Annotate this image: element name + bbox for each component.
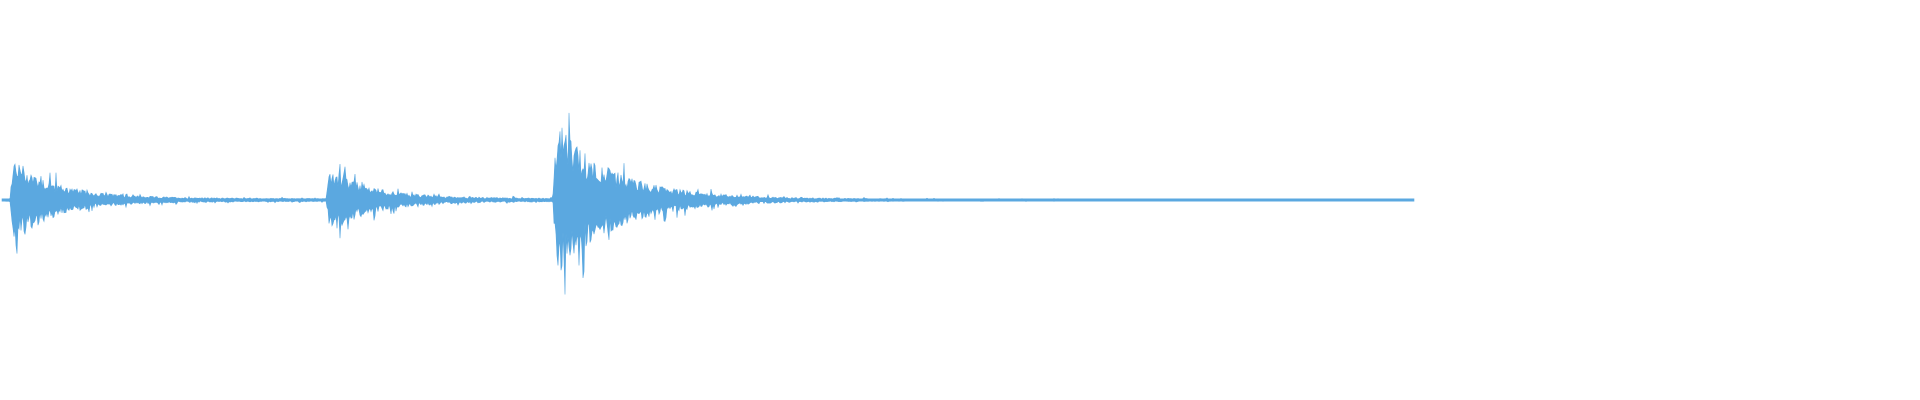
waveform-shape [1,112,1415,295]
